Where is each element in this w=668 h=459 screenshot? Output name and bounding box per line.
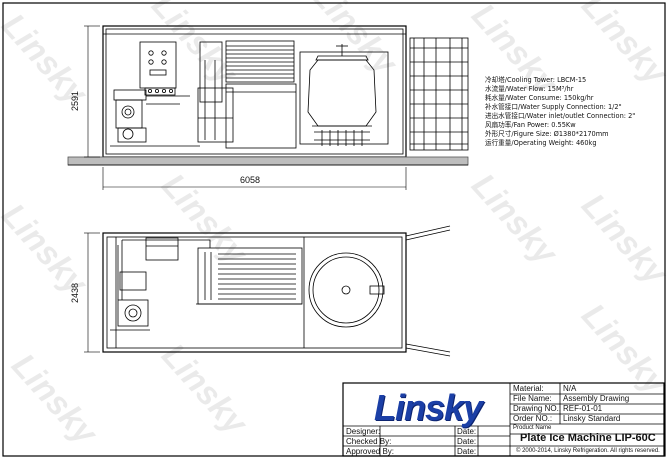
designer-label: Designer: — [346, 427, 381, 436]
drawing-no-value: REF-01-01 — [563, 404, 603, 413]
spec-line: 水流量/Water Flow: 15M³/hr — [485, 85, 574, 93]
control-box — [139, 41, 177, 89]
product-name-value: Plate Ice Machine LIP-60C — [520, 432, 656, 444]
ice-plate-stack-top — [197, 247, 303, 305]
file-name-value: Assembly Drawing — [563, 394, 630, 403]
drawing-no-label: Drawing NO.: — [513, 404, 562, 413]
cooling-tower-shell — [307, 59, 377, 127]
spec-line: 冷却塔/Cooling Tower: LBCM-15 — [485, 76, 587, 84]
ice-plate-stack — [225, 40, 295, 83]
dimension-side-height: 2591 — [70, 90, 81, 112]
order-no-value: Linsky Standard — [563, 414, 621, 423]
date-label: Date: — [457, 437, 477, 446]
spec-line: 进出水管接口/Water inlet/outlet Connection: 2" — [485, 112, 636, 120]
spec-line: 风扇功率/Fan Power: 0.55Kw — [485, 121, 576, 129]
product-name-label: Product Name — [513, 425, 552, 431]
side-view — [67, 25, 469, 190]
side-door-grill — [409, 37, 469, 151]
company-logo: Linsky — [374, 387, 483, 428]
spec-line: 耗水量/Water Consume: 150kg/hr — [485, 94, 594, 102]
material-value: N/A — [563, 384, 577, 393]
approved-label: Approved By: — [346, 447, 395, 456]
dimension-side-length: 6058 — [240, 175, 261, 185]
checked-label: Checked By: — [346, 437, 392, 446]
dimension-top-height: 2438 — [70, 282, 81, 304]
top-view — [84, 225, 451, 357]
spec-line: 运行重量/Operating Weight: 460kg — [485, 139, 597, 147]
spec-line: 外形尺寸/Figure Size: Ø1380*2170mm — [485, 130, 609, 138]
spec-line: 补水管接口/Water Supply Connection: 1/2" — [485, 103, 622, 111]
copyright-text: © 2000-2014, Linsky Refrigeration. All r… — [516, 448, 660, 454]
order-no-label: Order NO.: — [513, 414, 553, 423]
date-label: Date: — [457, 447, 477, 456]
cooling-tower-top — [308, 252, 384, 328]
material-label: Material: — [513, 384, 544, 393]
file-name-label: File Name: — [513, 394, 552, 403]
title-block — [342, 382, 665, 457]
date-label: Date: — [457, 427, 477, 436]
